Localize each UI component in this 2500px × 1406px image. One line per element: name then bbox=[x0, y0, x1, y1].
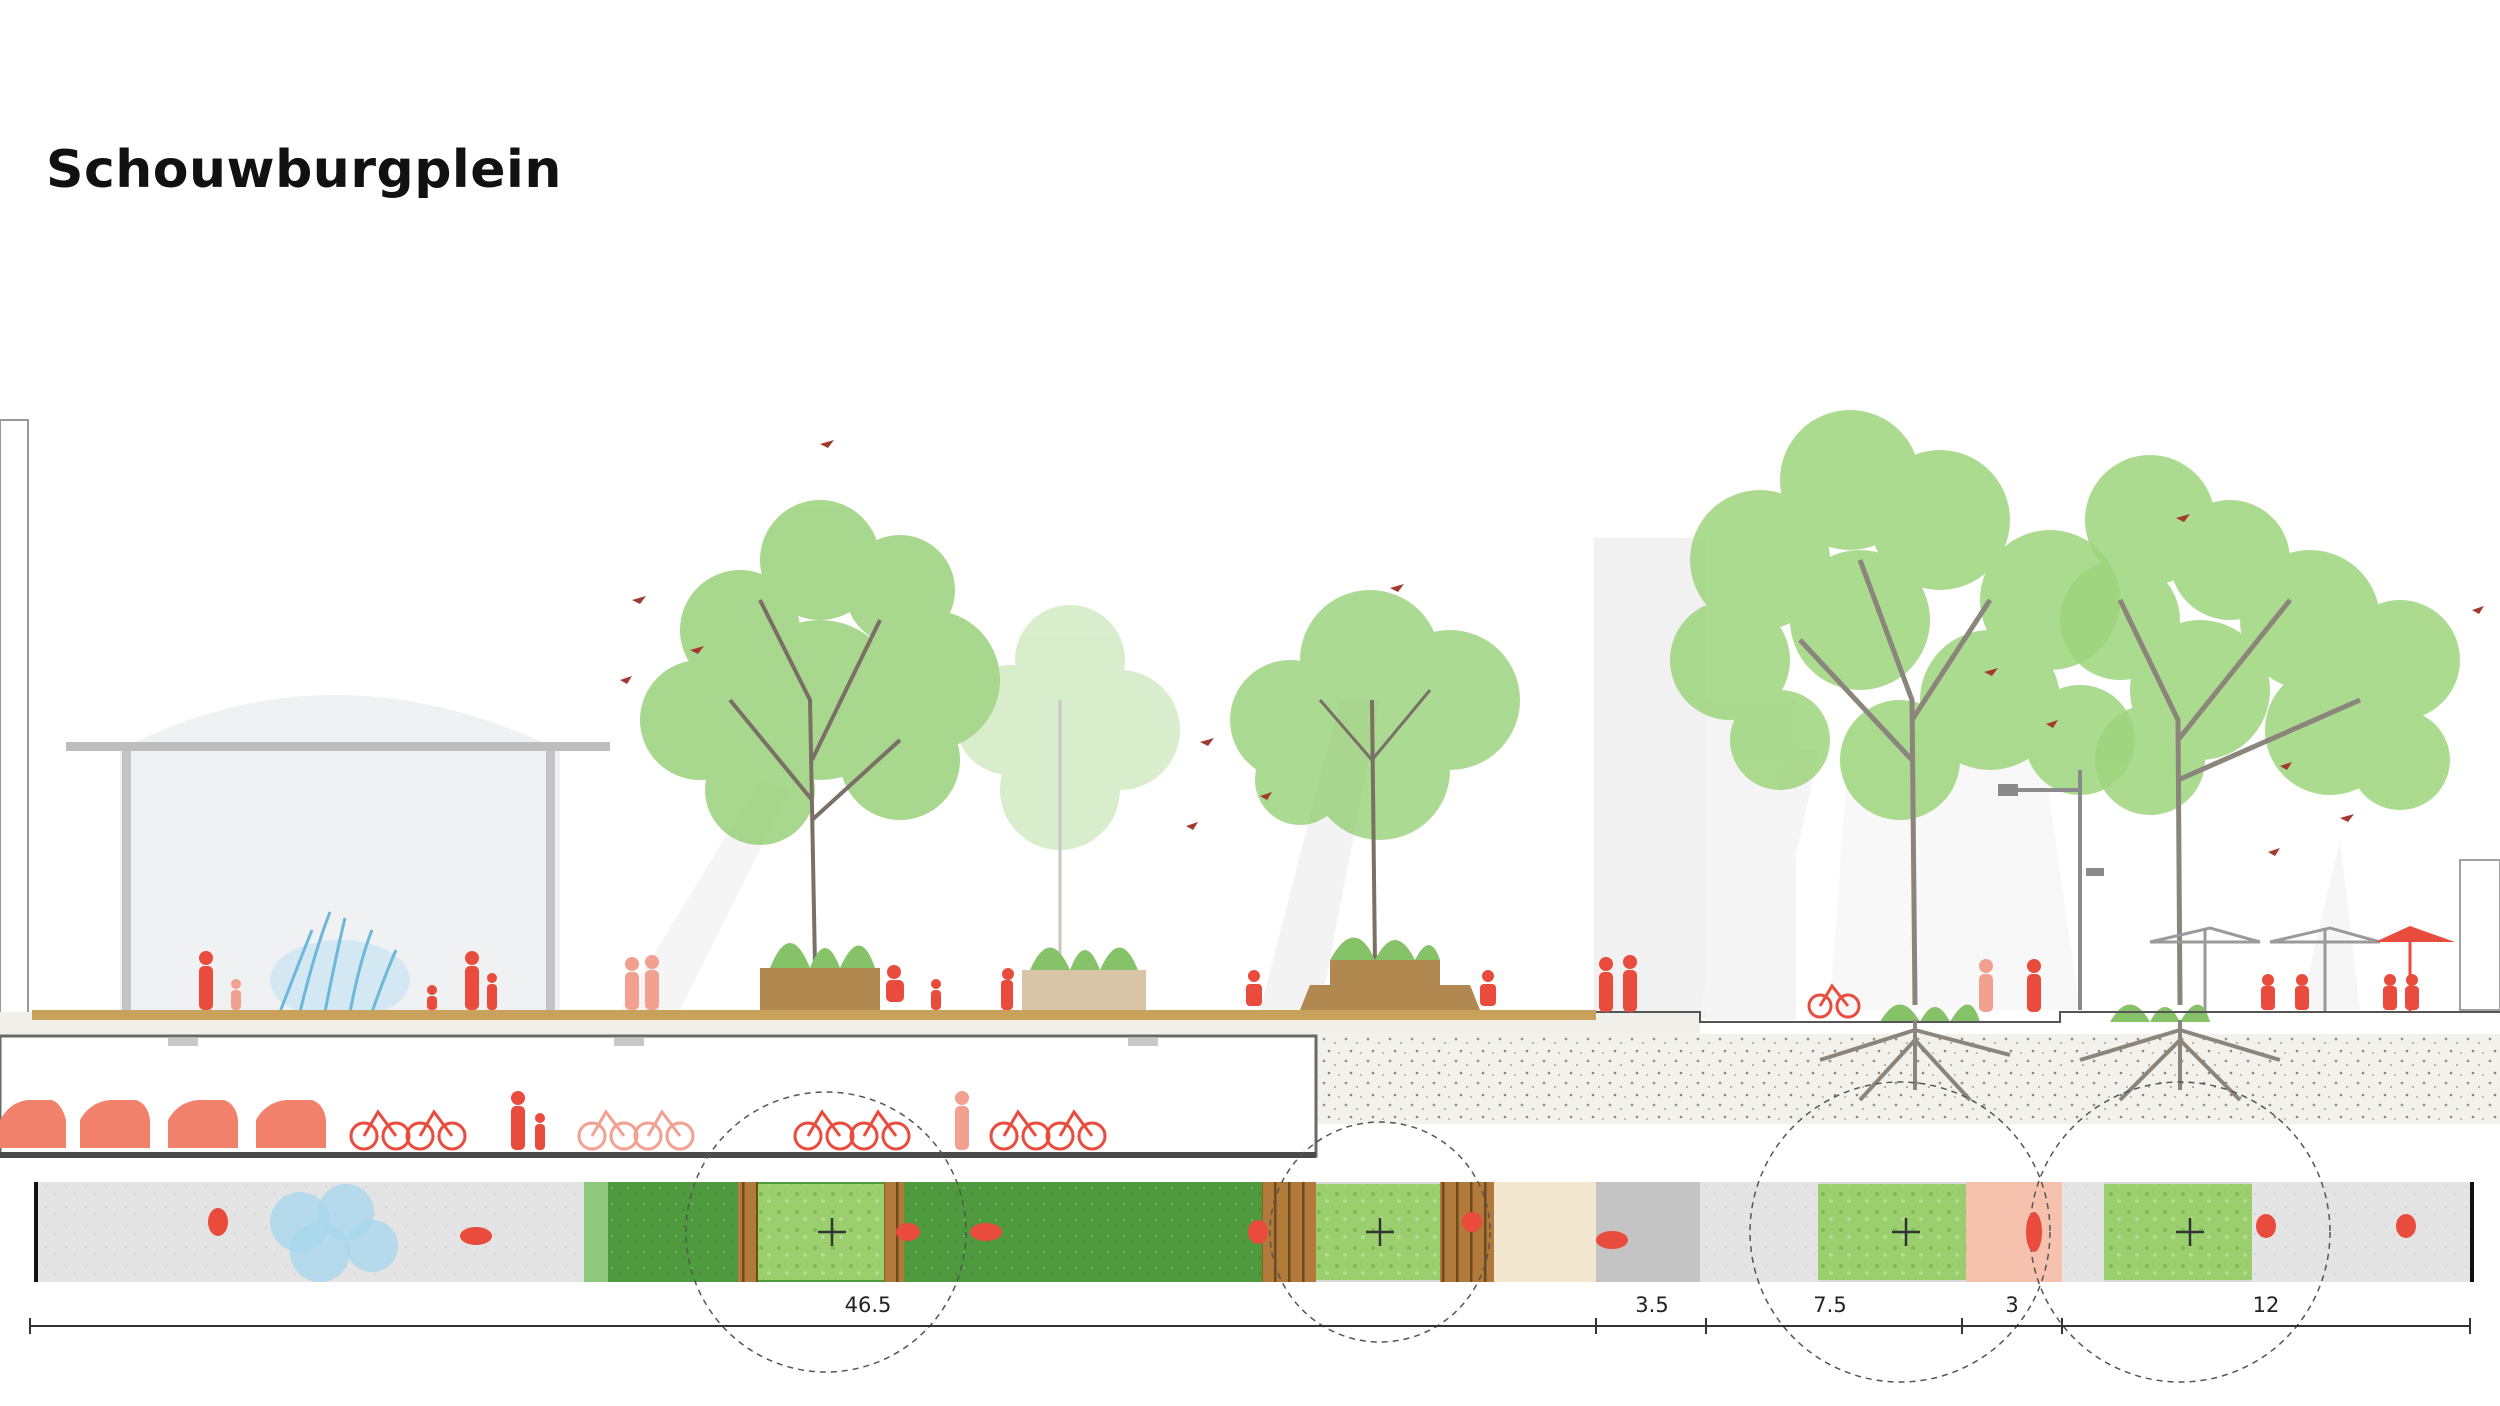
car-icon bbox=[0, 1100, 66, 1148]
bicycle-icon bbox=[405, 1109, 467, 1151]
person-icon bbox=[625, 957, 639, 1010]
plus-icon bbox=[1366, 1218, 1394, 1246]
bird-icon bbox=[2176, 514, 2190, 522]
person-icon bbox=[1979, 959, 1993, 1012]
person-icon bbox=[2405, 974, 2419, 1010]
fountain-icon bbox=[270, 911, 410, 1020]
person-icon bbox=[1480, 970, 1496, 1006]
planters bbox=[760, 937, 2210, 1022]
bird-icon bbox=[1260, 792, 1272, 800]
tree-roots bbox=[1819, 1020, 2281, 1102]
bird-icon bbox=[2472, 606, 2484, 614]
bird-icon bbox=[820, 440, 834, 448]
bicycle-icon bbox=[793, 1109, 855, 1151]
bird-icon bbox=[2340, 814, 2354, 822]
bird-icon bbox=[620, 676, 632, 684]
car-icon bbox=[256, 1100, 326, 1148]
parasol-icon bbox=[2149, 926, 2455, 1012]
tree-icon bbox=[955, 605, 1180, 965]
trees bbox=[640, 410, 2460, 1006]
person-icon bbox=[487, 973, 497, 1010]
person-icon bbox=[2261, 974, 2275, 1010]
dimension-line bbox=[29, 1318, 2471, 1334]
plus-icon bbox=[2176, 1218, 2204, 1246]
ground-plane bbox=[0, 1010, 2500, 1158]
canopy-structure bbox=[66, 695, 610, 1013]
person-icon bbox=[955, 1091, 969, 1150]
person-icon bbox=[2027, 959, 2041, 1012]
person-icon bbox=[231, 979, 241, 1010]
bicycle-icon bbox=[577, 1109, 639, 1151]
dimension-label: 3 bbox=[2005, 1293, 2018, 1317]
bicycle-icon bbox=[849, 1109, 911, 1151]
dimension-label: 12 bbox=[2253, 1293, 2280, 1317]
dimension-label: 3.5 bbox=[1635, 1293, 1668, 1317]
person-icon bbox=[2383, 974, 2397, 1010]
car-icon bbox=[80, 1100, 150, 1148]
street-lamp-icon bbox=[1998, 770, 2104, 1010]
bicycle-icon bbox=[989, 1109, 1051, 1151]
person-icon bbox=[645, 955, 659, 1010]
plus-icon bbox=[818, 1218, 846, 1246]
bird-icon bbox=[1186, 822, 1198, 830]
car-icon bbox=[168, 1100, 238, 1148]
person-icon bbox=[1623, 955, 1637, 1012]
person-icon bbox=[1246, 970, 1262, 1006]
tree-icon bbox=[2060, 455, 2460, 1006]
person-icon bbox=[511, 1091, 525, 1150]
person-icon bbox=[427, 985, 437, 1010]
person-icon bbox=[1001, 968, 1014, 1010]
person-icon bbox=[465, 951, 479, 1010]
bicycle-icon bbox=[1807, 983, 1861, 1019]
page-title: Schouwburgplein bbox=[46, 140, 562, 200]
bird-icon bbox=[1984, 668, 1998, 676]
dimension-label: 46.5 bbox=[845, 1293, 892, 1317]
bird-icon bbox=[632, 596, 646, 604]
bicycle-icon bbox=[633, 1109, 695, 1151]
person-icon bbox=[886, 965, 904, 1002]
person-icon bbox=[931, 979, 941, 1010]
bird-icon bbox=[690, 646, 704, 654]
bird-icon bbox=[1390, 584, 1404, 592]
person-icon bbox=[535, 1113, 545, 1150]
tree-icon bbox=[640, 500, 1000, 966]
bicycle-icon bbox=[349, 1109, 411, 1151]
plan-strip bbox=[34, 1081, 2474, 1383]
bicycle-icon bbox=[1045, 1109, 1107, 1151]
tree-icon bbox=[1670, 410, 2135, 1006]
dimension-label: 7.5 bbox=[1813, 1293, 1846, 1317]
tree-icon bbox=[1230, 590, 1520, 966]
bird-icon bbox=[1200, 738, 1214, 746]
bird-icon bbox=[2046, 720, 2058, 728]
bird-icon bbox=[2280, 762, 2292, 770]
person-icon bbox=[2295, 974, 2309, 1010]
bird-icon bbox=[2268, 848, 2280, 856]
person-icon bbox=[199, 951, 213, 1010]
plus-icon bbox=[1892, 1218, 1920, 1246]
person-icon bbox=[1599, 957, 1613, 1012]
